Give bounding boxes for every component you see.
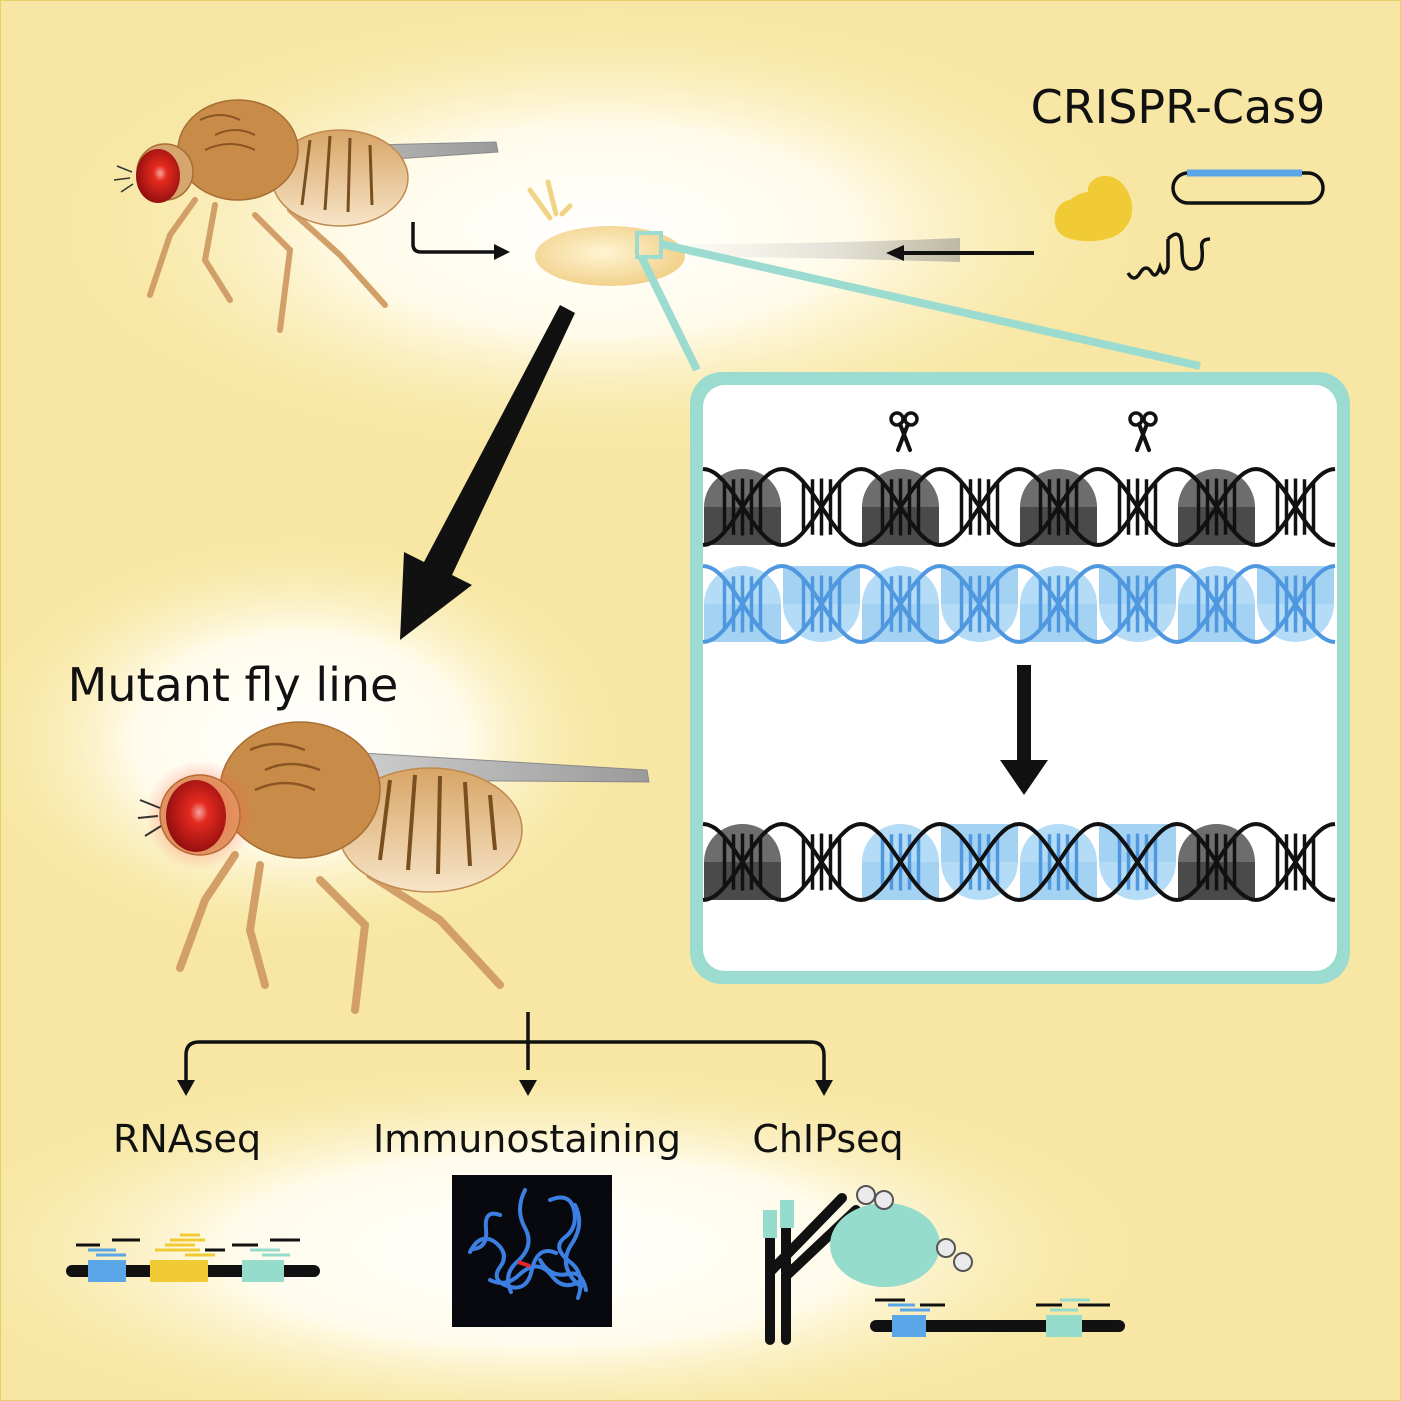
- branch-arrows: [177, 1012, 833, 1096]
- mutant-fly-icon: [137, 721, 650, 1014]
- dna-helix-icon: [702, 563, 1336, 645]
- rnaseq-label: RNAseq: [113, 1117, 261, 1161]
- plasmid-icon: [1171, 169, 1325, 205]
- mutant-arrow: [400, 305, 575, 640]
- cas9-protein-icon: [1054, 175, 1133, 242]
- chipseq-label: ChIPseq: [752, 1117, 903, 1161]
- dna-helix-icon: [702, 821, 1336, 903]
- repair-arrow: [1017, 665, 1031, 760]
- immunostain-image: [452, 1175, 612, 1327]
- fly-to-embryo-arrow: [411, 222, 498, 254]
- antibody-icon: [763, 1193, 861, 1345]
- chipseq-icon: [763, 1185, 1125, 1345]
- wild-type-fly-icon: [113, 99, 499, 333]
- dna-helix-icon: [702, 466, 1336, 548]
- guide-rna-icon: [1126, 232, 1211, 280]
- dna-helices: [702, 466, 1336, 903]
- mutant-fly-line-label: Mutant fly line: [68, 658, 399, 712]
- rnaseq-reads-icon: [66, 1233, 320, 1282]
- immunostaining-label: Immunostaining: [373, 1117, 681, 1161]
- crispr-title: CRISPR-Cas9: [1031, 80, 1326, 134]
- injection-needle: [688, 238, 960, 262]
- zoom-lines: [637, 240, 1201, 372]
